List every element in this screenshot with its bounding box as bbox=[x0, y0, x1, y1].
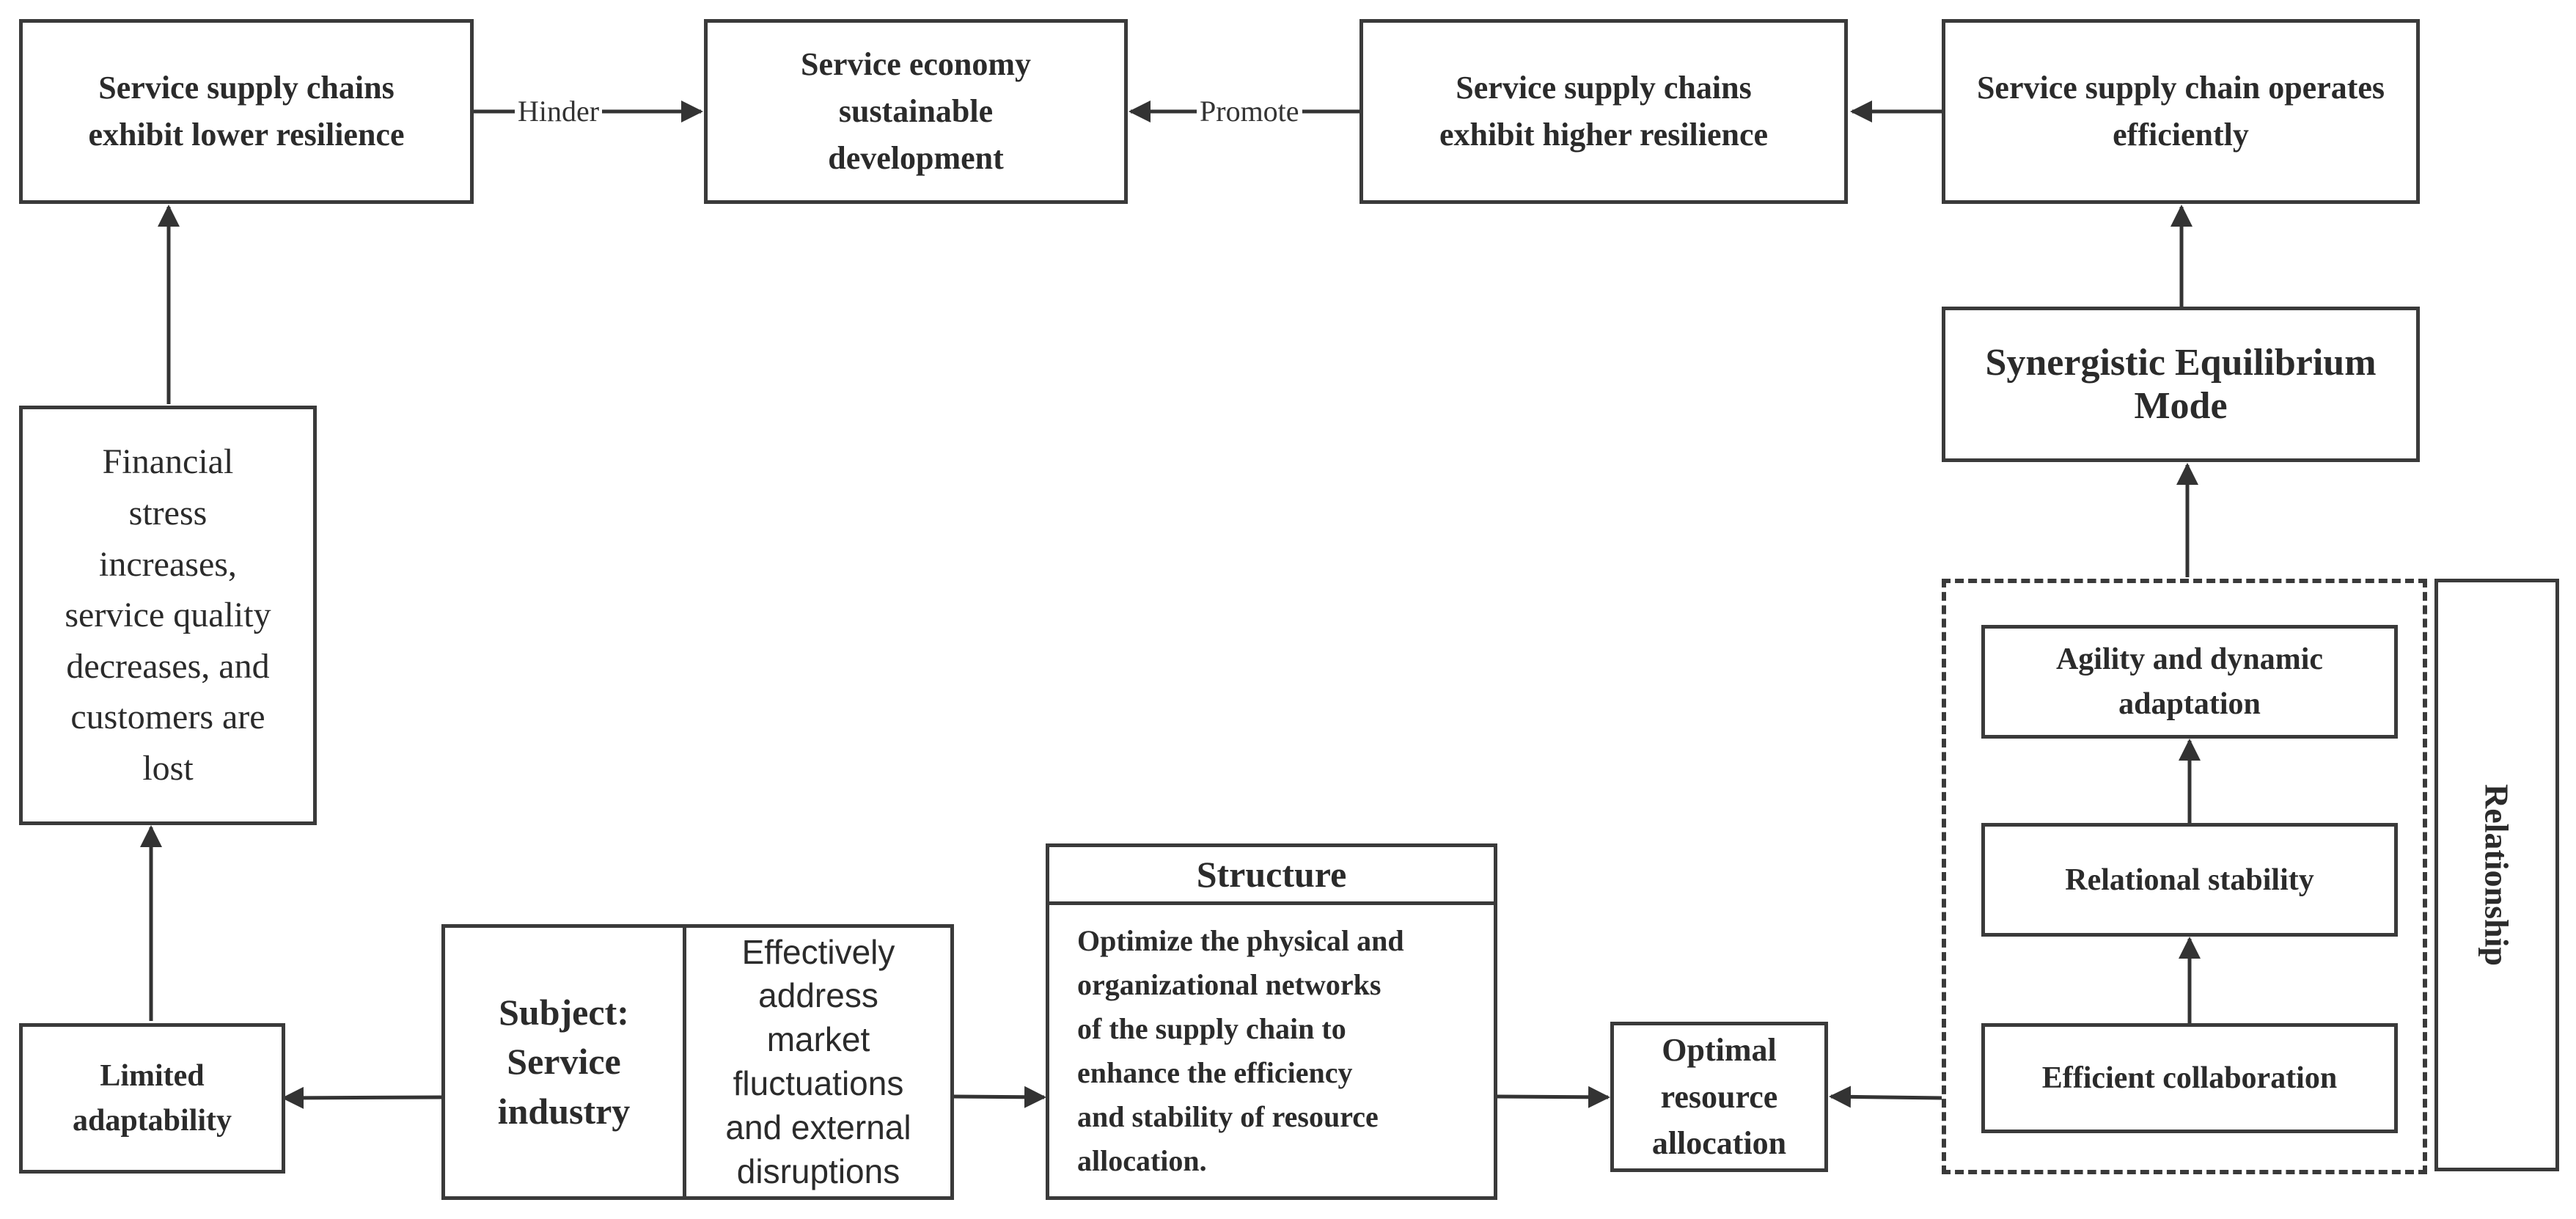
subject-box: Subject: Service industry bbox=[441, 924, 686, 1200]
higher-resilience-text: Service supply chains exhibit higher res… bbox=[1439, 70, 1769, 153]
agility-text: Agility and dynamic adaptation bbox=[2055, 642, 2324, 721]
efficient-collaboration-box: Efficient collaboration bbox=[1981, 1023, 2398, 1133]
operates-efficiently-box: Service supply chain operates efficientl… bbox=[1942, 19, 2420, 204]
relational-stability-box: Relational stability bbox=[1981, 823, 2398, 937]
subject-label: Subject: Service industry bbox=[497, 991, 631, 1132]
synergistic-mode-box: Synergistic Equilibrium Mode bbox=[1942, 307, 2420, 462]
arrow-group-to-allocation bbox=[1829, 1086, 1942, 1108]
higher-resilience-box: Service supply chains exhibit higher res… bbox=[1359, 19, 1848, 204]
relationship-label: Relationship bbox=[2478, 784, 2516, 966]
lower-resilience-box: Service supply chains exhibit lower resi… bbox=[19, 19, 474, 204]
financial-stress-box: Financial stress increases, service qual… bbox=[19, 406, 317, 825]
sustainable-development-text: Service economy sustainable development bbox=[801, 46, 1031, 176]
limited-adaptability-text: Limited adaptability bbox=[72, 1058, 232, 1138]
sustainable-development-box: Service economy sustainable development bbox=[704, 19, 1128, 204]
subject-description-text: Effectively address market fluctuations … bbox=[725, 932, 911, 1190]
efficient-collaboration-text: Efficient collaboration bbox=[2041, 1061, 2338, 1095]
financial-stress-text: Financial stress increases, service qual… bbox=[65, 442, 271, 788]
relationship-group bbox=[1942, 579, 2427, 1174]
subject-description-box: Effectively address market fluctuations … bbox=[683, 924, 954, 1200]
arrow-subject-to-limited bbox=[282, 1086, 442, 1109]
optimal-allocation-box: Optimal resource allocation bbox=[1610, 1022, 1828, 1172]
relationship-label-box: Relationship bbox=[2434, 579, 2559, 1171]
synergistic-mode-text: Synergistic Equilibrium Mode bbox=[1985, 342, 2377, 427]
hinder-label: Hinder bbox=[515, 97, 603, 126]
limited-adaptability-box: Limited adaptability bbox=[19, 1023, 285, 1174]
promote-label: Promote bbox=[1197, 97, 1302, 126]
structure-header: Structure bbox=[1046, 843, 1497, 905]
operates-efficiently-text: Service supply chain operates efficientl… bbox=[1976, 70, 2385, 153]
agility-box: Agility and dynamic adaptation bbox=[1981, 625, 2398, 739]
structure-body-text: Optimize the physical and organizational… bbox=[1077, 923, 1404, 1177]
structure-header-text: Structure bbox=[1196, 854, 1347, 895]
lower-resilience-text: Service supply chains exhibit lower resi… bbox=[88, 70, 405, 153]
structure-body-box: Optimize the physical and organizational… bbox=[1046, 901, 1497, 1200]
relational-stability-text: Relational stability bbox=[2065, 863, 2314, 897]
optimal-allocation-text: Optimal resource allocation bbox=[1651, 1031, 1787, 1162]
